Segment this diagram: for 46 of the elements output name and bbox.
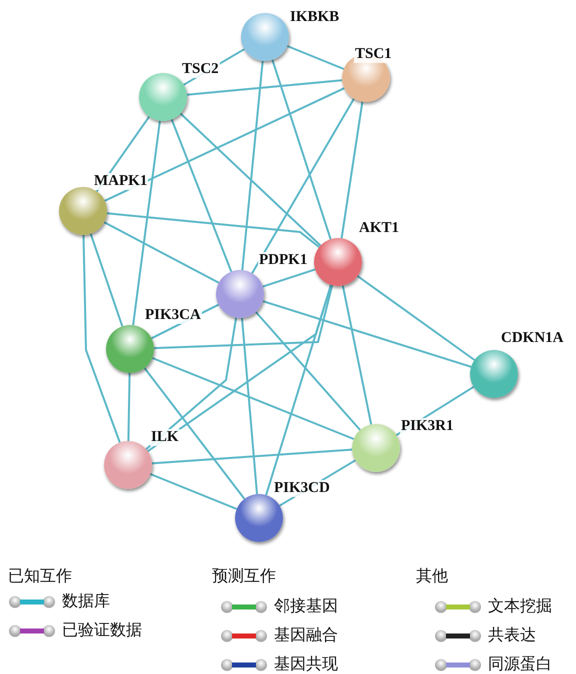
interaction-line bbox=[152, 357, 354, 440]
interaction-line bbox=[106, 212, 320, 248]
interaction-line bbox=[132, 120, 161, 326]
interaction-line bbox=[241, 318, 258, 494]
interaction-line bbox=[152, 448, 352, 464]
legend-heading: 其他 bbox=[416, 566, 448, 587]
interaction-line bbox=[82, 234, 121, 443]
legend-label: 共表达 bbox=[488, 625, 536, 646]
interaction-line bbox=[286, 45, 344, 70]
interaction-line bbox=[127, 372, 131, 442]
interaction-line bbox=[356, 275, 476, 361]
interaction-line bbox=[271, 60, 332, 240]
legend-label: 文本挖掘 bbox=[488, 596, 552, 617]
interaction-line bbox=[251, 98, 355, 274]
interaction-line bbox=[262, 300, 472, 368]
interaction-line bbox=[104, 221, 220, 284]
interaction-line bbox=[255, 311, 361, 431]
legend-label: 同源蛋白 bbox=[488, 654, 552, 674]
protein-label: MAPK1 bbox=[93, 173, 148, 190]
interaction-line bbox=[180, 112, 322, 246]
interaction-line bbox=[147, 284, 332, 452]
interaction-line bbox=[241, 60, 264, 270]
protein-label: TSC2 bbox=[181, 61, 220, 78]
legend-label: 邻接基因 bbox=[274, 596, 338, 617]
protein-label: PIK3CA bbox=[144, 307, 202, 324]
legend-label: 基因共现 bbox=[274, 654, 338, 674]
legend-label: 已验证数据 bbox=[62, 620, 142, 641]
legend-heading: 已知互作 bbox=[8, 566, 72, 587]
interaction-line bbox=[150, 473, 238, 510]
interaction-line bbox=[340, 102, 364, 238]
interaction-line bbox=[154, 285, 334, 350]
legend-label: 基因融合 bbox=[274, 625, 338, 646]
protein-label: PIK3R1 bbox=[400, 418, 454, 435]
legend-label: 数据库 bbox=[62, 591, 110, 612]
interaction-line bbox=[186, 79, 342, 96]
interaction-line bbox=[342, 285, 372, 425]
protein-label: TSC1 bbox=[354, 46, 393, 63]
interaction-line bbox=[104, 87, 345, 202]
interaction-line bbox=[265, 284, 332, 496]
protein-label: PIK3CD bbox=[273, 480, 331, 497]
interaction-line bbox=[262, 268, 316, 288]
protein-label: ILK bbox=[150, 429, 180, 446]
legend-heading: 预测互作 bbox=[212, 566, 276, 587]
interaction-line bbox=[170, 119, 232, 272]
interaction-line bbox=[90, 233, 124, 327]
interaction-line bbox=[144, 368, 246, 500]
